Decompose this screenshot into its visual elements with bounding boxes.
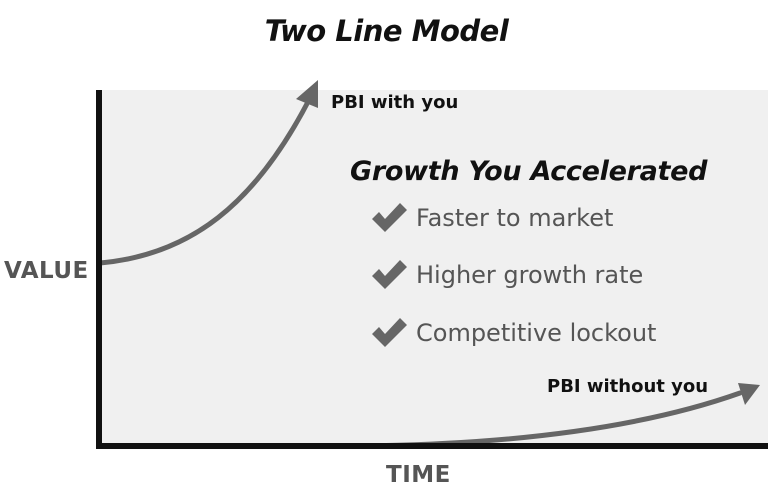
plot-area-background xyxy=(100,90,768,446)
without-you-label: PBI without you xyxy=(547,376,709,397)
diagram-title: Two Line Model xyxy=(264,14,509,48)
checkmark-icon xyxy=(372,203,407,232)
with-you-label: PBI with you xyxy=(331,92,459,113)
growth-heading: Growth You Accelerated xyxy=(350,156,708,187)
with-you-curve xyxy=(97,95,313,266)
benefit-item-faster-to-market: Faster to market xyxy=(370,200,613,236)
x-axis-label: TIME xyxy=(386,462,451,488)
benefit-item-higher-growth-rate: Higher growth rate xyxy=(370,257,643,293)
without-you-arrowhead xyxy=(738,383,760,405)
benefit-label: Faster to market xyxy=(416,204,614,232)
checkmark-icon xyxy=(372,318,407,347)
benefit-item-competitive-lockout: Competitive lockout xyxy=(370,315,656,351)
benefit-label: Higher growth rate xyxy=(416,261,644,289)
checkmark-icon xyxy=(372,260,407,289)
benefit-label: Competitive lockout xyxy=(416,319,657,347)
y-axis-label: VALUE xyxy=(4,258,89,284)
with-you-arrowhead xyxy=(296,80,318,108)
